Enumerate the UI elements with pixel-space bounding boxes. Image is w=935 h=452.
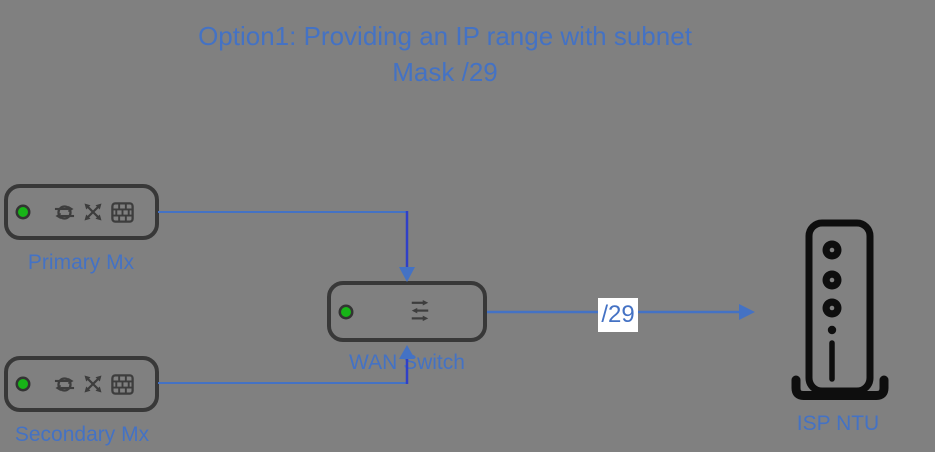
diagram-title: Option1: Providing an IP range with subn… bbox=[95, 18, 795, 90]
isp-ntu-label: ISP NTU bbox=[796, 412, 880, 435]
crossed-arrows-icon bbox=[84, 375, 102, 393]
arrowhead-icon bbox=[399, 267, 415, 282]
firewall-icon bbox=[111, 201, 134, 223]
status-led-icon bbox=[18, 379, 28, 389]
link-cidr-label: /29 bbox=[598, 298, 638, 332]
diagram-title-line1: Option1: Providing an IP range with subn… bbox=[198, 21, 692, 51]
modem-tower-icon bbox=[791, 219, 889, 400]
status-led-icon bbox=[18, 207, 28, 217]
appliance-feature-icons bbox=[54, 373, 134, 395]
wan-switch-node bbox=[327, 281, 487, 342]
switch-arrows-icon bbox=[411, 300, 429, 322]
link-secondary-to-switch bbox=[158, 345, 415, 384]
secondary-mx-label: Secondary Mx bbox=[14, 423, 150, 446]
crossed-arrows-icon bbox=[84, 203, 102, 221]
primary-mx-label: Primary Mx bbox=[27, 251, 135, 274]
status-led-icon bbox=[341, 306, 351, 317]
primary-mx-node bbox=[4, 184, 159, 240]
router-icon bbox=[54, 204, 75, 220]
router-icon bbox=[54, 376, 75, 392]
secondary-mx-node bbox=[4, 356, 159, 412]
appliance-feature-icons bbox=[54, 201, 134, 223]
arrowhead-icon bbox=[399, 345, 415, 359]
arrowhead-icon bbox=[739, 304, 755, 320]
diagram-title-line2: Mask /29 bbox=[392, 57, 498, 87]
link-primary-to-switch bbox=[158, 211, 415, 282]
firewall-icon bbox=[111, 373, 134, 395]
